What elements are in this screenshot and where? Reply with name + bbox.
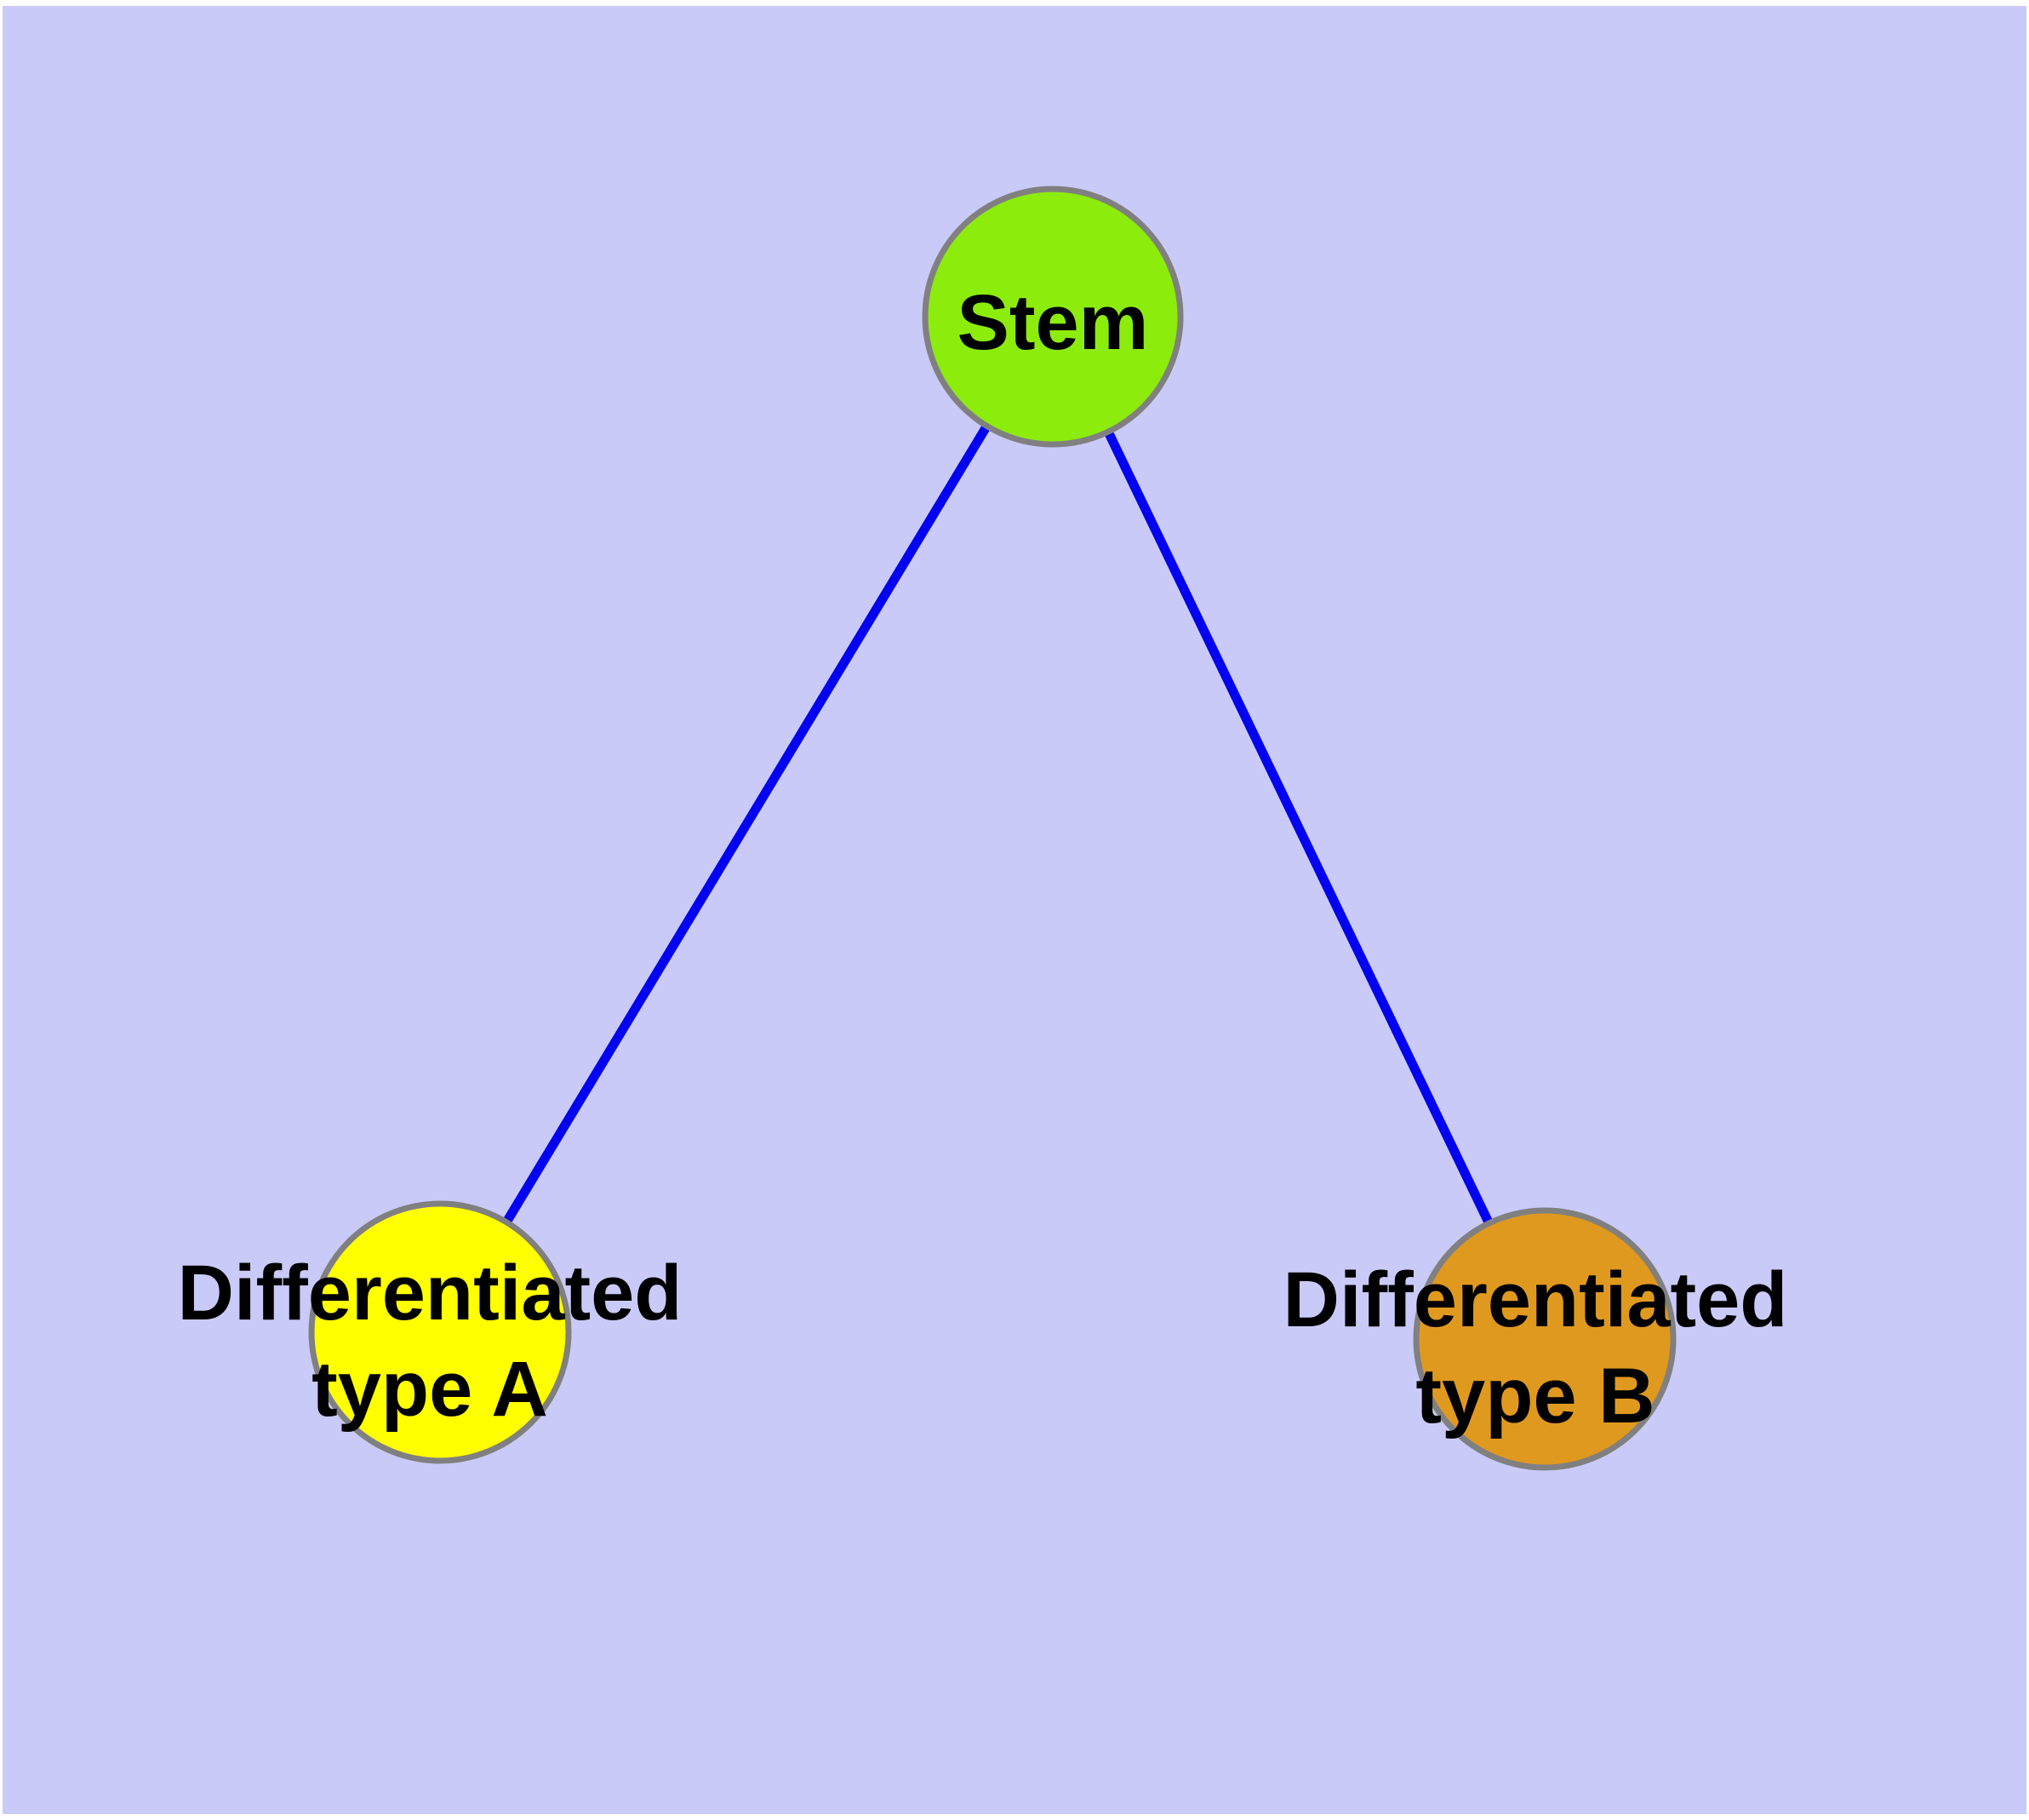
edge-stem-to-type-b — [1049, 314, 1549, 1342]
stem-node-label: Stem — [957, 279, 1149, 366]
stem-node — [922, 186, 1184, 448]
type-b-label-line-2: type B — [1415, 1353, 1655, 1439]
type-b-label-line-1: Differentiated — [1283, 1256, 1788, 1343]
edge-stem-to-type-a — [436, 314, 1057, 1335]
differentiated-type-a-node — [308, 1200, 572, 1464]
type-a-label-line-1: Differentiated — [178, 1250, 683, 1336]
differentiated-type-b-node — [1413, 1207, 1677, 1471]
type-a-label-line-2: type A — [311, 1346, 548, 1433]
